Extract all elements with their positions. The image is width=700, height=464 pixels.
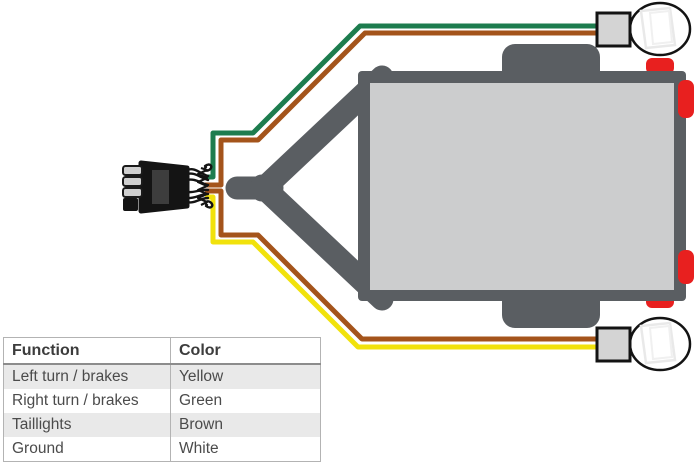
bulb-socket [595,326,632,363]
marker-light-right-bottom [678,250,694,284]
color-cell: Brown [179,416,223,433]
function-column-header: Function [3,337,171,365]
ground-wire-coil [196,166,209,206]
table-header-row: Function Color [3,337,321,365]
trailer-bed [370,83,674,290]
table-row: Left turn / brakes Yellow [3,364,321,389]
tail-light-bulb-bottom [595,316,692,372]
connector-pin [122,187,143,198]
function-cell: Taillights [3,413,171,437]
bulb-socket [595,11,632,48]
connector-face-panel [152,170,169,204]
wires [205,23,598,350]
table-row: Taillights Brown [3,413,321,437]
connector-pin [122,176,143,187]
connector-wire-strands [185,163,214,209]
bulb-filament-inner [648,9,674,46]
bulb-filament [639,6,677,50]
wiring-function-table: Function Color Left turn / brakes Yellow… [3,337,321,462]
marker-light-right-top [678,80,694,118]
table-row: Right turn / brakes Green [3,389,321,413]
function-cell: Right turn / brakes [3,389,171,413]
connector-pin [122,165,143,176]
function-cell: Ground [3,437,171,462]
trailer [225,44,694,328]
tail-light-bulb-top [595,1,692,57]
connector-tab [123,198,138,211]
color-column-header: Color [170,337,321,365]
bulb-filament [639,321,677,365]
table-row: Ground White [3,437,321,462]
function-cell: Left turn / brakes [3,364,171,389]
wire-green-right-turn [205,23,598,180]
marker-light-top-edge [646,58,674,74]
four-pin-connector [122,160,214,214]
wire-yellow-left-turn [205,194,598,350]
color-cell: White [179,440,219,457]
wire-brown-taillight-bottom [205,188,598,342]
color-cell: Green [179,392,223,409]
bulb-filament-inner [648,324,674,361]
color-cell: Yellow [179,368,224,385]
wire-brown-taillight-top [205,30,598,188]
